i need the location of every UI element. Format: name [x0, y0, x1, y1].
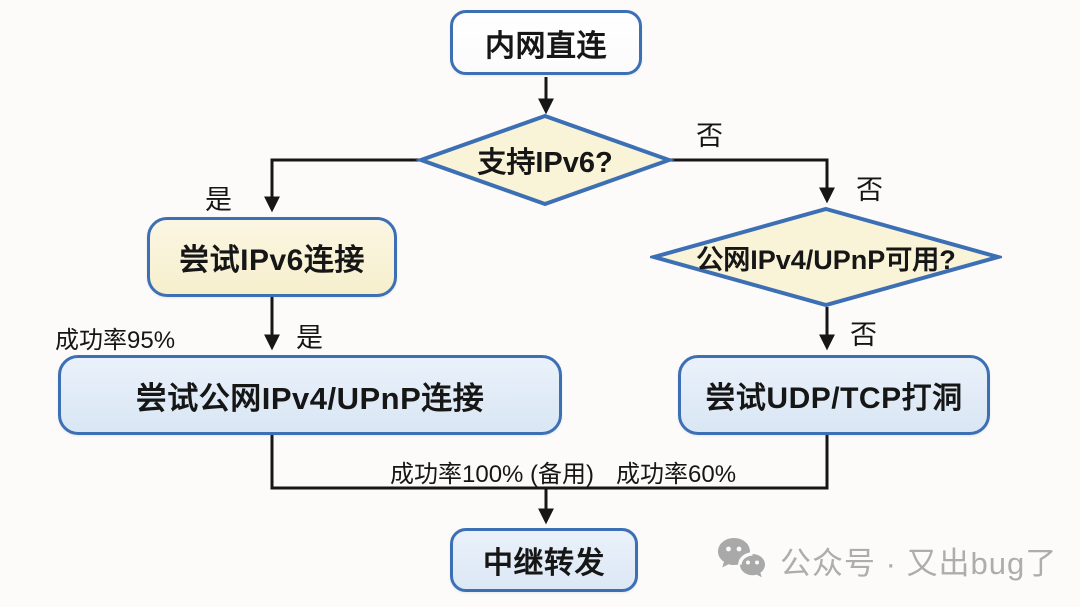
node-relay-label: 中继转发	[483, 547, 605, 580]
edge-label-hole-punch-success: 成功率60%	[616, 461, 737, 488]
decision-public-ipv4-shape	[650, 206, 1002, 308]
edge-label-ipv6-success: 成功率95%	[55, 327, 176, 354]
watermark: 公众号 · 又出bug了	[716, 536, 1057, 584]
node-try-ipv6: 尝试IPv6连接	[147, 217, 397, 297]
watermark-text: 公众号 · 又出bug了	[780, 545, 1058, 581]
node-try-public-ipv4-label: 尝试公网IPv4/UPnP连接	[135, 380, 485, 416]
edge-label-success-row: 成功率100% (备用) 成功率60%	[390, 454, 736, 489]
node-try-public-ipv4: 尝试公网IPv4/UPnP连接	[58, 355, 562, 435]
edge-label-ipv6-no: 否	[696, 121, 723, 151]
decision-ipv6: 支持IPv6?	[415, 110, 675, 210]
node-try-ipv6-label: 尝试IPv6连接	[179, 244, 365, 277]
wechat-icon	[716, 536, 768, 584]
edge-label-decision2-no: 否	[850, 320, 877, 350]
node-start: 内网直连	[450, 10, 642, 75]
edge-label-ipv6-yes: 是	[205, 185, 232, 215]
edge-label-relay-success: 成功率100% (备用)	[390, 461, 595, 488]
node-try-hole-punch-label: 尝试UDP/TCP打洞	[705, 382, 963, 415]
node-relay: 中继转发	[450, 528, 638, 592]
node-start-label: 内网直连	[485, 29, 607, 63]
decision-ipv6-shape	[415, 113, 675, 207]
edge-label-to-decision2-no: 否	[856, 175, 883, 205]
decision-public-ipv4: 公网IPv4/UPnP可用?	[650, 205, 1002, 309]
decision-public-ipv4-label: 公网IPv4/UPnP可用?	[696, 244, 956, 275]
decision-ipv6-label: 支持IPv6?	[477, 147, 613, 179]
edge-label-try-public-yes: 是	[296, 323, 323, 353]
node-try-hole-punch: 尝试UDP/TCP打洞	[678, 355, 990, 435]
